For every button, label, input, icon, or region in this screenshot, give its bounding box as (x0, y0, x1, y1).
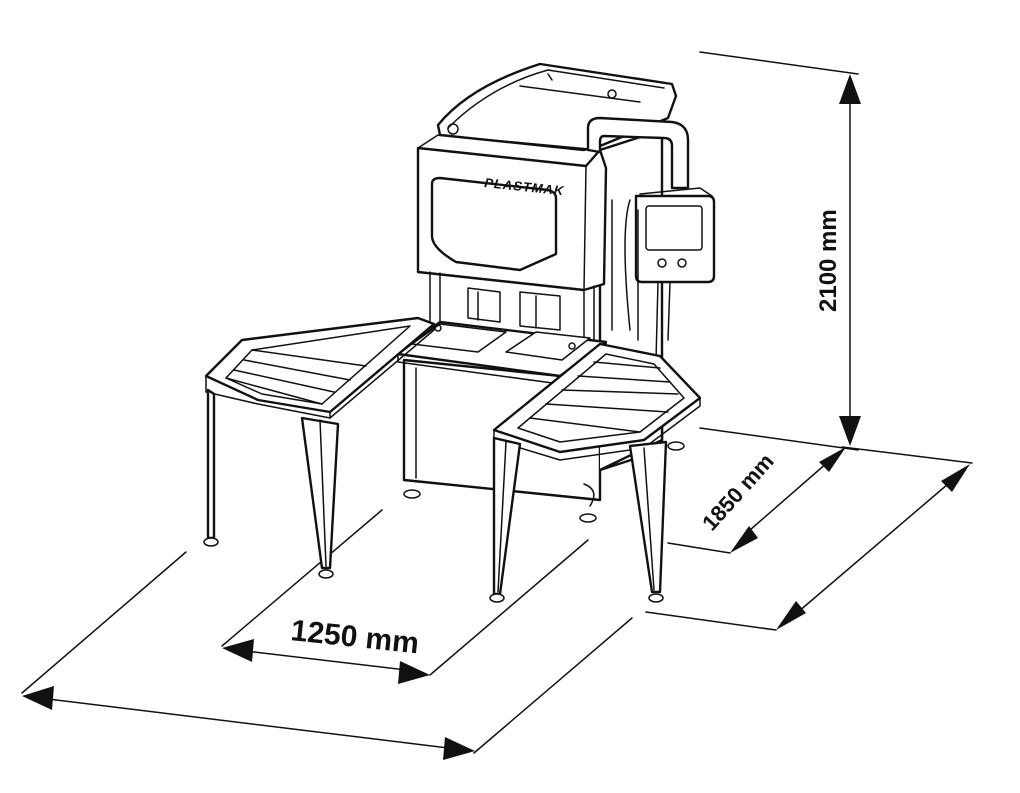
height-dimension (699, 51, 861, 451)
table-plate-right (505, 331, 591, 361)
depth-dimension-label: 1850 mm (697, 449, 779, 536)
overall-depth-dimension (645, 446, 973, 631)
control-screen (645, 205, 703, 251)
table-leg (492, 436, 522, 596)
clamp-right (519, 291, 561, 331)
base-foot (579, 513, 597, 523)
machine-illustration: PLASTMAK (203, 62, 716, 603)
table-leg (300, 416, 340, 570)
table-width-dimension (221, 509, 589, 684)
air-pipe (586, 116, 690, 190)
control-button-right (677, 258, 687, 268)
base-foot (403, 489, 421, 499)
table-width-dimension-label: 1250 mm (289, 614, 420, 660)
table-leg (628, 440, 668, 594)
base-foot (667, 441, 685, 451)
viewing-window (430, 176, 558, 272)
table-leg (206, 388, 216, 540)
table-plate-left (411, 323, 507, 353)
height-dimension-label: 2100 mm (815, 209, 842, 312)
left-side-table (203, 316, 436, 579)
overall-width-dimension (21, 551, 633, 760)
control-button-left (657, 258, 667, 268)
right-side-table (489, 342, 702, 603)
clamp-left (467, 287, 501, 323)
depth-dimension (667, 447, 846, 554)
